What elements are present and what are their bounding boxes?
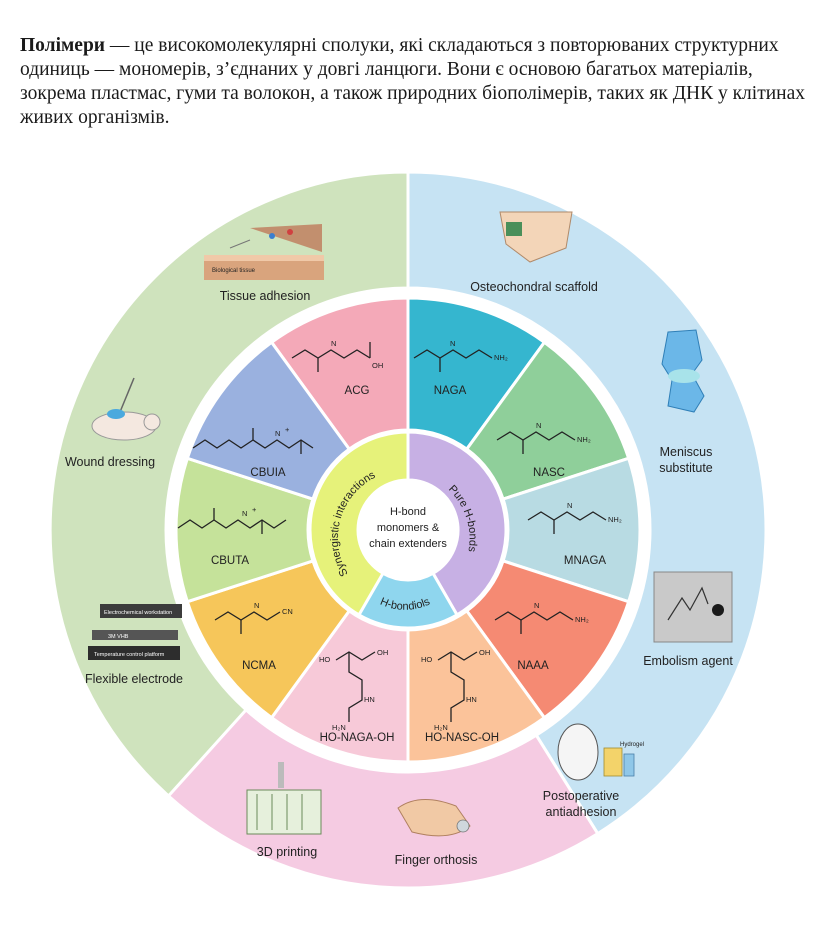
monomer-label-ho-naga-oh: HO-NAGA-OH: [320, 732, 395, 744]
outer-sector-bottom: [166, 707, 600, 890]
naga-nh2: NH₂: [494, 353, 508, 362]
ho-nasc-ho: HO: [421, 655, 432, 664]
nasc-n: N: [536, 421, 541, 430]
structure-cbuia: N +: [192, 425, 314, 454]
structure-naga: N NH₂: [413, 339, 508, 372]
cbuia-n: N: [275, 429, 280, 438]
ho-naga-h2n: H₂N: [332, 723, 346, 732]
vhb-text: 3M VHB: [108, 634, 129, 640]
monomer-label-ncma: NCMA: [242, 660, 276, 672]
ho-nasc-hn: HN: [466, 695, 477, 704]
tissue-adhesion-illustration: Biological tissue: [204, 224, 324, 280]
ho-naga-ho: HO: [319, 655, 330, 664]
structure-cbuta: N +: [177, 505, 287, 534]
app-postoperative-line-1: Postoperative: [543, 789, 619, 803]
app-meniscus-line-1: Meniscus: [660, 445, 713, 459]
finger-orthosis-illustration: [397, 799, 471, 837]
wound-dressing-illustration: [91, 377, 161, 441]
structure-nasc: N NH₂: [496, 421, 591, 454]
biological-tissue-text: Biological tissue: [212, 268, 256, 274]
hbondiols-label: H-bondiols: [378, 595, 432, 612]
printing-illustration: [246, 762, 322, 835]
monomer-label-cbuta: CBUTA: [211, 555, 249, 567]
app-flexible-electrode: Flexible electrode: [85, 672, 183, 686]
electrode-illustration: Electrochemical workstation 3M VHB Tempe…: [88, 604, 182, 660]
app-osteochondral-scaffold: Osteochondral scaffold: [470, 280, 598, 294]
monomer-label-nasc: NASC: [533, 467, 565, 479]
cbuta-n: N: [242, 509, 247, 518]
structure-acg: N OH: [291, 339, 383, 372]
app-3d-printing: 3D printing: [257, 845, 317, 859]
naaa-nh2: NH₂: [575, 615, 589, 624]
ncma-cn: CN: [282, 607, 293, 616]
acg-oh: OH: [372, 361, 383, 370]
cbuta-plus: +: [252, 505, 257, 514]
ncma-n: N: [254, 601, 259, 610]
mnaga-nh2: NH₂: [608, 515, 622, 524]
app-wound-dressing: Wound dressing: [65, 455, 155, 469]
center-line-1: H-bond: [390, 506, 426, 518]
app-meniscus-line-2: substitute: [659, 461, 713, 475]
app-embolism-agent: Embolism agent: [643, 654, 733, 668]
monomer-label-naga: NAGA: [434, 385, 467, 397]
monomer-label-ho-nasc-oh: HO-NASC-OH: [425, 732, 499, 744]
hydrogel-text: Hydrogel: [620, 742, 644, 748]
inner-ring: [308, 430, 508, 630]
ho-naga-hn: HN: [364, 695, 375, 704]
intro-term: Полімери: [20, 35, 106, 56]
app-postoperative-line-2: antiadhesion: [546, 805, 617, 819]
cbuia-plus: +: [285, 425, 290, 434]
temp-platform-text: Temperature control platform: [94, 652, 165, 658]
meniscus-illustration: [661, 329, 705, 413]
ho-naga-oh: OH: [377, 648, 388, 657]
intro-paragraph: Полімери — це високомолекулярні сполуки,…: [20, 34, 810, 130]
structure-mnaga: N NH₂: [527, 501, 622, 534]
center-line-2: monomers &: [377, 522, 440, 534]
monomer-segment-cbuia: [185, 340, 352, 501]
monomer-label-mnaga: MNAGA: [564, 555, 607, 567]
center-line-3: chain extenders: [369, 538, 447, 550]
intro-text: — це високомолекулярні сполуки, які скла…: [20, 35, 805, 128]
outer-sector-left: [48, 170, 410, 890]
app-tissue-adhesion: Tissue adhesion: [220, 289, 311, 303]
electrochemical-text: Electrochemical workstation: [104, 610, 172, 616]
acg-n: N: [331, 339, 336, 348]
app-finger-orthosis: Finger orthosis: [395, 853, 478, 867]
structure-ho-naga-oh: HO OH HN H₂N: [319, 648, 388, 732]
structure-naaa: N NH₂: [494, 601, 589, 634]
nasc-nh2: NH₂: [577, 435, 591, 444]
embolism-illustration: [653, 571, 733, 643]
postoperative-illustration: Hydrogel: [557, 723, 644, 781]
structure-ncma: N CN: [214, 601, 293, 634]
hbondiols-text: H-bondiols: [378, 595, 432, 612]
monomer-label-acg: ACG: [345, 385, 370, 397]
ho-nasc-h2n: H₂N: [434, 723, 448, 732]
monomer-label-cbuia: CBUIA: [250, 467, 285, 479]
structure-ho-nasc-oh: HO OH HN H₂N: [421, 648, 490, 732]
center-disc: [358, 480, 458, 580]
mnaga-n: N: [567, 501, 572, 510]
ho-nasc-oh: OH: [479, 648, 490, 657]
monomer-label-naaa: NAAA: [517, 660, 549, 672]
naga-n: N: [450, 339, 455, 348]
osteochondral-illustration: [499, 211, 573, 263]
naaa-n: N: [534, 601, 539, 610]
